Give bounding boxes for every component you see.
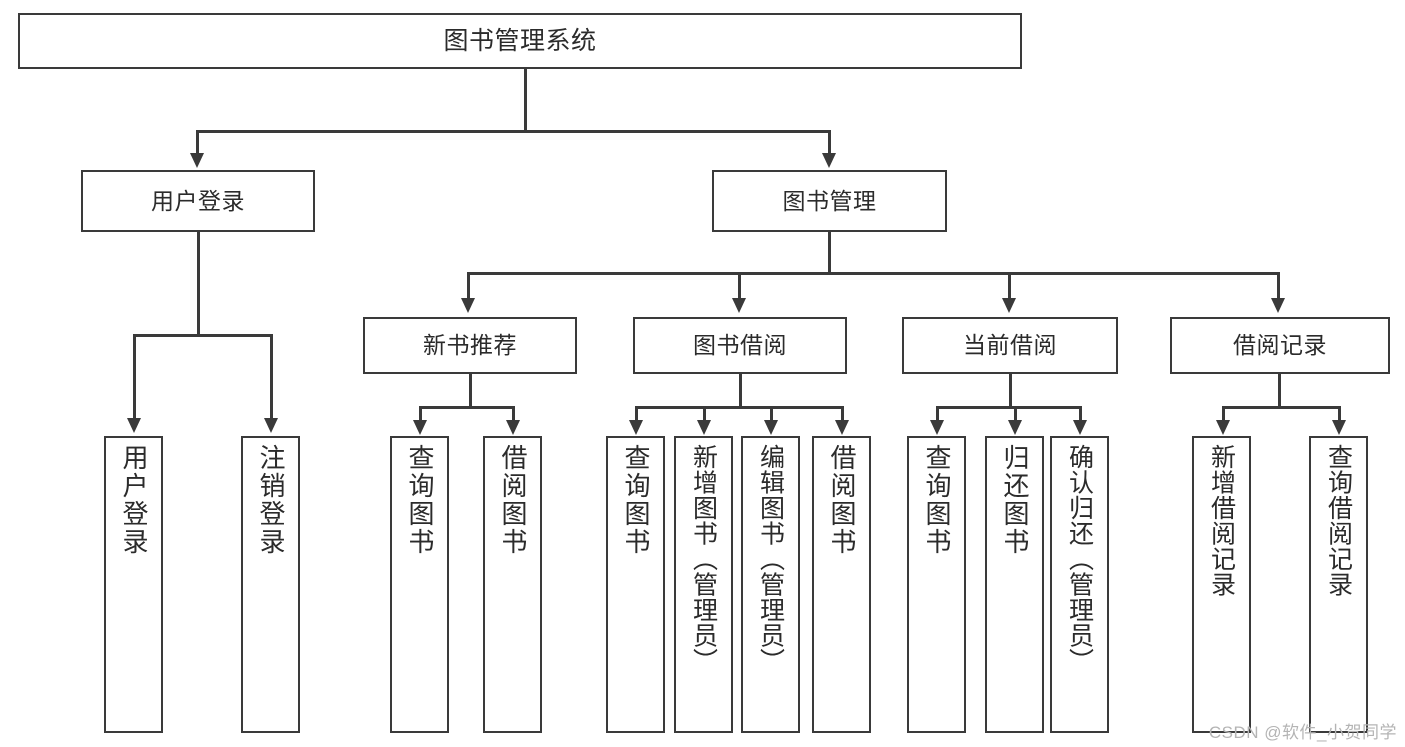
edge-userlogin-stem <box>197 232 200 336</box>
leaf-current-query-book[interactable]: 查询图书 <box>907 436 966 733</box>
edge-borrowrecord-bus <box>1222 406 1340 409</box>
arrow-currentborrow-leaf-2 <box>1008 420 1022 435</box>
leaf-user-login[interactable]: 用户登录 <box>104 436 163 733</box>
node-label: 新增借阅记录 <box>1207 444 1236 597</box>
edge-root-leg-left <box>196 130 199 155</box>
edge-root-bus <box>196 130 830 133</box>
leaf-record-query-record[interactable]: 查询借阅记录 <box>1309 436 1368 733</box>
arrow-to-book-manage <box>822 153 836 168</box>
arrow-newbook-leaf-2 <box>506 420 520 435</box>
edge-newbook-leg-1 <box>419 406 422 422</box>
node-label: 归还图书 <box>1000 444 1031 556</box>
edge-currentborrow-bus <box>936 406 1081 409</box>
edge-bookborrow-bus <box>635 406 843 409</box>
arrow-currentborrow-leaf-3 <box>1073 420 1087 435</box>
node-label: 新书推荐 <box>423 332 517 359</box>
node-root-system[interactable]: 图书管理系统 <box>18 13 1022 69</box>
leaf-logout[interactable]: 注销登录 <box>241 436 300 733</box>
arrow-borrowrecord-leaf-1 <box>1216 420 1230 435</box>
edge-bookborrow-stem <box>739 374 742 408</box>
edge-currentborrow-leg-1 <box>936 406 939 422</box>
arrow-to-current-borrow <box>1002 298 1016 313</box>
edge-root-stem <box>524 69 527 131</box>
edge-userlogin-bus <box>133 334 272 337</box>
node-label: 查询图书 <box>405 444 436 556</box>
node-label: 查询借阅记录 <box>1324 444 1353 597</box>
node-label: 新增图书（管理员） <box>689 444 718 674</box>
arrow-to-borrow-book <box>732 298 746 313</box>
edge-borrowrecord-stem <box>1278 374 1281 408</box>
arrow-currentborrow-leaf-1 <box>930 420 944 435</box>
node-label: 编辑图书（管理员） <box>756 444 785 674</box>
edge-borrowrecord-leg-2 <box>1338 406 1341 422</box>
watermark: CSDN @软件_小贺同学 <box>1208 723 1397 742</box>
edge-newbook-bus <box>419 406 514 409</box>
edge-newbook-leg-2 <box>512 406 515 422</box>
node-borrow-record[interactable]: 借阅记录 <box>1170 317 1390 374</box>
edge-userlogin-leg-2 <box>270 334 273 420</box>
leaf-newbook-borrow-book[interactable]: 借阅图书 <box>483 436 542 733</box>
node-user-login[interactable]: 用户登录 <box>81 170 315 232</box>
edge-bookborrow-leg-3 <box>770 406 773 422</box>
arrow-bookborrow-leaf-2 <box>697 420 711 435</box>
node-label: 借阅图书 <box>827 444 858 556</box>
node-book-borrow[interactable]: 图书借阅 <box>633 317 847 374</box>
node-label: 查询图书 <box>621 444 652 556</box>
arrow-borrowrecord-leaf-2 <box>1332 420 1346 435</box>
edge-bookmanage-leg-2 <box>738 272 741 300</box>
edge-bookmanage-leg-4 <box>1277 272 1280 300</box>
arrow-to-user-login <box>190 153 204 168</box>
leaf-newbook-query-book[interactable]: 查询图书 <box>390 436 449 733</box>
leaf-borrow-edit-book-admin[interactable]: 编辑图书（管理员） <box>741 436 800 733</box>
leaf-record-add-record[interactable]: 新增借阅记录 <box>1192 436 1251 733</box>
node-label: 确认归还（管理员） <box>1065 444 1094 674</box>
node-label: 图书管理 <box>782 187 877 214</box>
arrow-bookborrow-leaf-3 <box>764 420 778 435</box>
edge-root-leg-right <box>828 130 831 155</box>
edge-bookborrow-leg-4 <box>841 406 844 422</box>
node-current-borrow[interactable]: 当前借阅 <box>902 317 1118 374</box>
leaf-borrow-add-book-admin[interactable]: 新增图书（管理员） <box>674 436 733 733</box>
node-label: 图书借阅 <box>693 332 787 359</box>
node-label: 用户登录 <box>119 444 150 556</box>
leaf-borrow-borrow-book[interactable]: 借阅图书 <box>812 436 871 733</box>
edge-bookmanage-bus <box>467 272 1279 275</box>
edge-bookborrow-leg-1 <box>635 406 638 422</box>
arrow-to-leaf-logout <box>264 418 278 433</box>
leaf-current-confirm-return-admin[interactable]: 确认归还（管理员） <box>1050 436 1109 733</box>
edge-bookmanage-leg-3 <box>1008 272 1011 300</box>
arrow-bookborrow-leaf-1 <box>629 420 643 435</box>
arrow-to-borrow-record <box>1271 298 1285 313</box>
node-label: 借阅图书 <box>498 444 529 556</box>
edge-bookborrow-leg-2 <box>703 406 706 422</box>
edge-currentborrow-leg-2 <box>1014 406 1017 422</box>
leaf-borrow-query-book[interactable]: 查询图书 <box>606 436 665 733</box>
edge-newbook-stem <box>469 374 472 408</box>
edge-bookmanage-stem <box>828 232 831 274</box>
node-label: 图书管理系统 <box>443 26 597 55</box>
edge-borrowrecord-leg-1 <box>1222 406 1225 422</box>
leaf-current-return-book[interactable]: 归还图书 <box>985 436 1044 733</box>
node-label: 用户登录 <box>151 187 245 214</box>
node-label: 注销登录 <box>256 444 287 556</box>
arrow-to-leaf-user-login <box>127 418 141 433</box>
node-label: 查询图书 <box>922 444 953 556</box>
node-new-book-recommend[interactable]: 新书推荐 <box>363 317 577 374</box>
node-label: 当前借阅 <box>963 332 1057 359</box>
node-label: 借阅记录 <box>1233 332 1327 359</box>
arrow-newbook-leaf-1 <box>413 420 427 435</box>
edge-bookmanage-leg-1 <box>467 272 470 300</box>
arrow-bookborrow-leaf-4 <box>835 420 849 435</box>
edge-currentborrow-leg-3 <box>1079 406 1082 422</box>
edge-currentborrow-stem <box>1009 374 1012 408</box>
arrow-to-new-book <box>461 298 475 313</box>
edge-userlogin-leg-1 <box>133 334 136 420</box>
node-book-manage[interactable]: 图书管理 <box>712 170 947 232</box>
